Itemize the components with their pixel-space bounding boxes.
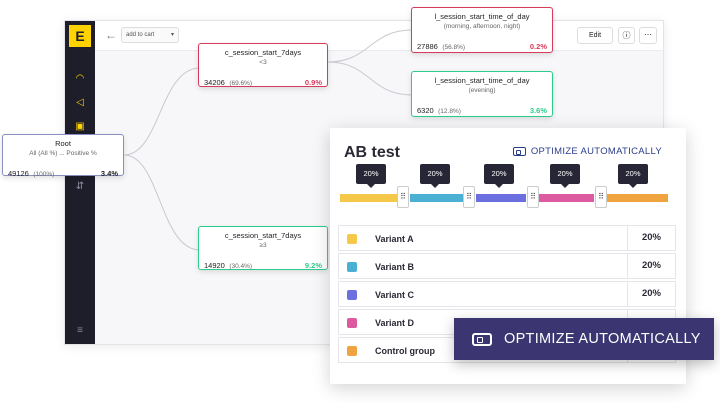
toggle-icon: [512, 147, 526, 156]
split-handle[interactable]: ⠿: [595, 186, 607, 208]
split-handle[interactable]: ⠿: [463, 186, 475, 208]
analytics-icon[interactable]: ◠: [75, 72, 85, 84]
variant-swatch: [347, 234, 357, 244]
variant-swatch: [347, 262, 357, 272]
ab-test-title: AB test: [344, 144, 401, 161]
variant-name: Variant C: [375, 290, 415, 300]
node-title: l_session_start_time_of_day: [434, 12, 530, 21]
node-subtitle: ≥3: [259, 242, 267, 249]
variant-row[interactable]: Variant B 20%: [338, 253, 676, 279]
more-icon[interactable]: ⋯: [639, 27, 657, 44]
variant-name: Variant B: [375, 262, 415, 272]
node-count: 6320: [417, 106, 434, 115]
node-time-morning[interactable]: l_session_start_time_of_day (morning, af…: [411, 7, 553, 53]
node-share: (56.8%): [442, 44, 466, 51]
node-title: c_session_start_7days: [224, 48, 302, 57]
node-count: 49126: [8, 169, 29, 178]
node-rate: 3.6%: [529, 106, 547, 115]
node-title: c_session_start_7days: [224, 231, 302, 240]
optimize-toggle[interactable]: OPTIMIZE AUTOMATICALLY: [512, 146, 662, 157]
variant-name: Control group: [375, 346, 435, 356]
node-subtitle: (evening): [468, 87, 496, 94]
scenario-icon[interactable]: ▣: [75, 120, 85, 132]
variant-share-input[interactable]: 20%: [627, 282, 675, 306]
toggle-icon: [472, 332, 492, 346]
variant-swatch: [347, 290, 357, 300]
node-share: (69.6%): [229, 80, 253, 87]
node-root[interactable]: Root All (All %) ... Positive % 49126 (1…: [2, 134, 124, 178]
optimize-automatically-button[interactable]: OPTIMIZE AUTOMATICALLY: [454, 318, 714, 360]
optimize-button-label: OPTIMIZE AUTOMATICALLY: [504, 331, 701, 347]
split-segment-c: [476, 194, 526, 202]
node-time-evening[interactable]: l_session_start_time_of_day (evening) 63…: [411, 71, 553, 117]
event-select[interactable]: add to cart ▾: [121, 27, 179, 43]
node-subtitle: All (All %) ... Positive %: [29, 150, 97, 157]
node-session-lt3[interactable]: c_session_start_7days <3 34206 (69.6%) 0…: [198, 43, 328, 87]
node-rate: 9.2%: [304, 261, 322, 270]
optimize-label: OPTIMIZE AUTOMATICALLY: [530, 146, 662, 157]
split-handle[interactable]: ⠿: [527, 186, 539, 208]
node-share: (100%): [33, 171, 55, 178]
split-segment-b: [410, 194, 464, 202]
info-icon[interactable]: ⓘ: [618, 27, 635, 44]
node-session-ge3[interactable]: c_session_start_7days ≥3 14920 (30.4%) 9…: [198, 226, 328, 270]
split-tooltip: 20%: [420, 164, 450, 188]
back-arrow-icon[interactable]: ←: [105, 28, 117, 42]
split-segment-a: [340, 194, 398, 202]
node-share: (30.4%): [229, 263, 253, 270]
edit-button[interactable]: Edit: [577, 27, 613, 44]
split-tooltip: 20%: [618, 164, 648, 188]
megaphone-icon[interactable]: ◁: [76, 96, 84, 108]
node-title: l_session_start_time_of_day: [434, 76, 530, 85]
node-count: 34206: [204, 78, 225, 87]
topbar: ← add to cart ▾ Edit ⓘ ⋯: [95, 21, 663, 51]
split-tooltip: 20%: [484, 164, 514, 188]
node-share: (12.8%): [438, 108, 461, 115]
node-count: 14920: [204, 261, 225, 270]
variant-swatch: [347, 318, 357, 328]
node-rate: 0.9%: [304, 78, 322, 87]
collapse-icon[interactable]: ≡: [77, 324, 83, 336]
event-select-value: add to cart: [126, 32, 155, 38]
logo-icon: E: [69, 25, 91, 47]
node-count: 27886: [417, 42, 438, 51]
variant-name: Variant D: [375, 318, 415, 328]
variant-share-input[interactable]: 20%: [627, 254, 675, 278]
node-subtitle: <3: [259, 59, 267, 66]
node-title: Root: [55, 139, 71, 148]
sidebar: E ◠ ◁ ▣ ⇵ ≡: [65, 21, 95, 344]
node-rate: 0.2%: [529, 42, 547, 51]
split-segment-control: [606, 194, 668, 202]
split-tooltip: 20%: [356, 164, 386, 188]
variant-swatch: [347, 346, 357, 356]
split-segment-d: [538, 194, 594, 202]
settings-icon[interactable]: ⇵: [75, 180, 85, 192]
variant-row[interactable]: Variant A 20%: [338, 225, 676, 251]
node-rate: 3.4%: [100, 169, 118, 178]
split-tooltip: 20%: [550, 164, 580, 188]
chevron-down-icon: ▾: [170, 32, 174, 38]
variant-share-input[interactable]: 20%: [627, 226, 675, 250]
split-handle[interactable]: ⠿: [397, 186, 409, 208]
variant-row[interactable]: Variant C 20%: [338, 281, 676, 307]
variant-name: Variant A: [375, 234, 414, 244]
node-subtitle: (morning, afternoon, night): [443, 23, 521, 30]
